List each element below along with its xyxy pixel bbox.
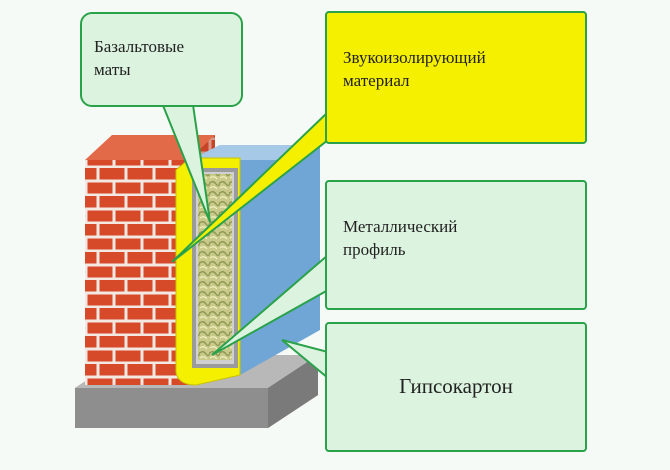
callout-sound-line2: материал	[343, 70, 410, 90]
callout-basalt-mats: Базальтовые маты	[80, 12, 243, 107]
callout-drywall: Гипсокартон	[325, 322, 587, 452]
callout-basalt-line2: маты	[94, 59, 131, 79]
callout-sound-line1: Звукоизолирующий	[343, 48, 486, 67]
callout-basalt-line1: Базальтовые	[94, 37, 185, 56]
callout-sound-insulation: Звукоизолирующий материал	[325, 11, 587, 144]
callout-gypsum-label: Гипсокартон	[399, 374, 513, 398]
callout-profile-line2: профиль	[343, 239, 406, 259]
callout-metal-profile: Металлический профиль	[325, 180, 587, 310]
callout-profile-line1: Металлический	[343, 217, 458, 236]
